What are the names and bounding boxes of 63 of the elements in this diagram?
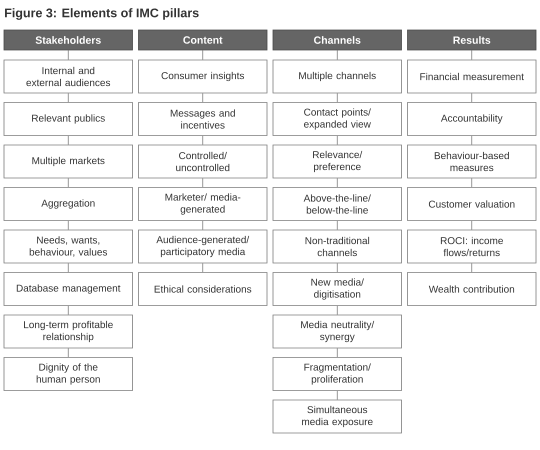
text-box: Simultaneous media exposure bbox=[272, 400, 402, 434]
text-box: Multiple markets bbox=[4, 144, 133, 178]
column-header: Stakeholders bbox=[4, 30, 133, 50]
connector-line bbox=[202, 263, 204, 272]
connector-line bbox=[202, 178, 204, 188]
connector-line bbox=[68, 263, 69, 272]
connector-line bbox=[336, 136, 338, 145]
connector-line bbox=[336, 220, 338, 230]
text-box: New media/ digitisation bbox=[272, 272, 402, 306]
text-box: Needs, wants, behaviour, values bbox=[4, 230, 133, 264]
connector-line bbox=[471, 93, 472, 102]
text-box: Behaviour-based measures bbox=[407, 144, 536, 178]
text-box: Above-the-line/ below-the-line bbox=[272, 187, 402, 221]
text-box: Financial measurement bbox=[407, 60, 536, 94]
connector-line bbox=[202, 220, 204, 230]
column-header: Results bbox=[407, 30, 536, 50]
connector-line bbox=[68, 93, 69, 102]
connector-line bbox=[68, 136, 69, 145]
column-header: Channels bbox=[272, 30, 402, 50]
text-box: Long-term profitable relationship bbox=[4, 314, 133, 348]
connector-line bbox=[471, 178, 472, 188]
text-box: Media neutrality/ synergy bbox=[272, 314, 402, 348]
text-box: Non-traditional channels bbox=[272, 230, 402, 264]
text-box: Ethical considerations bbox=[138, 272, 268, 306]
text-box: Consumer insights bbox=[138, 60, 268, 94]
text-box: Audience-generated/ participatory media bbox=[138, 230, 268, 264]
text-box: Marketer/ media-generated bbox=[138, 187, 268, 221]
figure-title: Figure 3: Elements of IMC pillars bbox=[5, 8, 199, 20]
text-box: Database management bbox=[4, 272, 133, 306]
connector-line bbox=[68, 306, 69, 315]
connector-line bbox=[336, 178, 338, 188]
column-header: Content bbox=[138, 30, 268, 50]
text-box: Messages and incentives bbox=[138, 102, 268, 136]
connector-line bbox=[471, 220, 472, 230]
text-box: Relevant publics bbox=[4, 102, 133, 136]
connector-line bbox=[336, 93, 338, 102]
text-box: Customer valuation bbox=[407, 187, 536, 221]
connector-line bbox=[471, 50, 472, 60]
connector-line bbox=[336, 50, 338, 60]
text-box: Internal and external audiences bbox=[4, 60, 133, 94]
text-box: Aggregation bbox=[4, 187, 133, 221]
text-box: Relevance/ preference bbox=[272, 144, 402, 178]
text-box: Controlled/ uncontrolled bbox=[138, 144, 268, 178]
connector-line bbox=[202, 136, 204, 145]
connector-line bbox=[471, 136, 472, 145]
text-box: Dignity of the human person bbox=[4, 357, 133, 391]
connector-line bbox=[336, 306, 338, 315]
connector-line bbox=[336, 390, 338, 400]
text-box: Fragmentation/ proliferation bbox=[272, 357, 402, 391]
connector-line bbox=[202, 50, 204, 60]
text-box: Contact points/ expanded view bbox=[272, 102, 402, 136]
connector-line bbox=[68, 220, 69, 230]
connector-line bbox=[336, 348, 338, 358]
connector-line bbox=[68, 348, 69, 358]
text-box: Wealth contribution bbox=[407, 272, 536, 306]
connector-line bbox=[68, 50, 69, 60]
connector-line bbox=[336, 263, 338, 272]
connector-line bbox=[202, 93, 204, 102]
connector-line bbox=[68, 178, 69, 188]
connector-line bbox=[471, 263, 472, 272]
text-box: Multiple channels bbox=[272, 60, 402, 94]
text-box: Accountability bbox=[407, 102, 536, 136]
text-box: ROCI: income flows/returns bbox=[407, 230, 536, 264]
